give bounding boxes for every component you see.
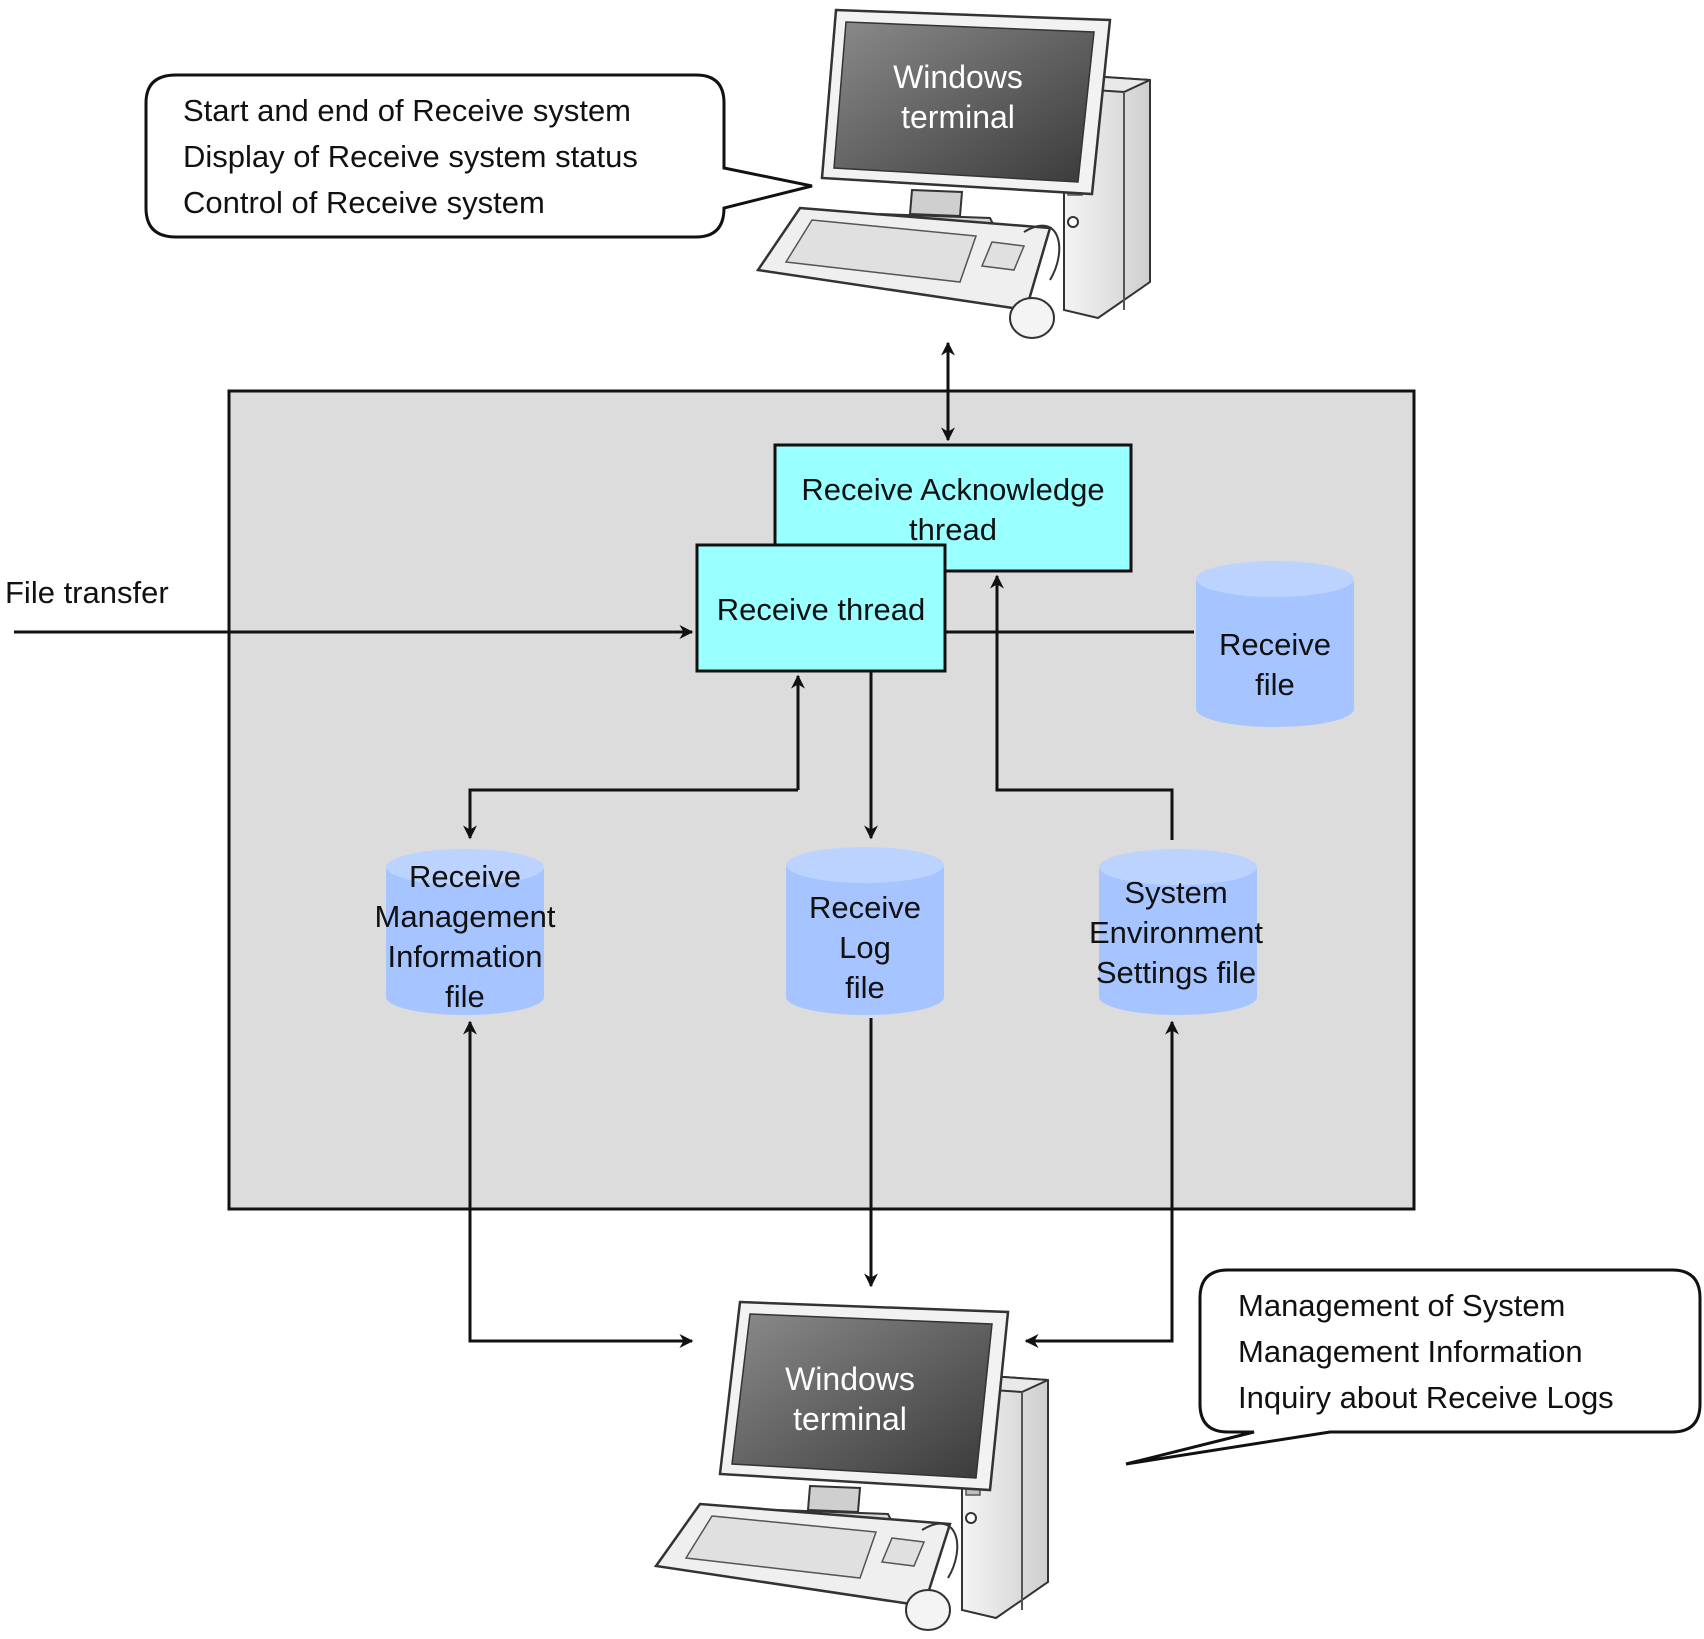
bottom-terminal-screen-line2: terminal	[793, 1401, 907, 1437]
mgmt-file-line2: Management	[375, 899, 556, 934]
receive-thread-label: Receive thread	[717, 592, 926, 627]
arrow-icon	[990, 574, 1174, 840]
mgmt-file-line3: Information	[387, 939, 542, 974]
mgmt-file-line1: Receive	[409, 859, 521, 894]
ack-thread-label-line2: thread	[909, 512, 997, 547]
top-windows-terminal: Windows terminal	[755, 8, 1151, 339]
bottom-callout-line-2: Management Information	[1238, 1334, 1583, 1369]
file-transfer-label: File transfer	[5, 575, 169, 610]
system-environment-settings-file: System Environment Settings file	[1089, 849, 1263, 1015]
top-callout-line-1: Start and end of Receive system	[183, 93, 631, 128]
log-file-line3: file	[845, 970, 885, 1005]
receive-log-file: Receive Log file	[786, 847, 944, 1015]
database-cylinder-icon	[386, 849, 544, 1015]
arrow-icon	[1024, 1100, 1174, 1348]
database-cylinder-icon	[1196, 561, 1354, 727]
bottom-terminal-callout: Management of System Management Informat…	[1125, 1268, 1702, 1466]
top-terminal-screen-line2: terminal	[901, 99, 1015, 135]
arrow-icon	[463, 788, 798, 840]
database-cylinder-icon	[786, 847, 944, 1015]
mgmt-file-line4: file	[445, 979, 485, 1014]
top-callout-line-2: Display of Receive system status	[183, 139, 638, 174]
desktop-computer-icon	[755, 8, 1151, 339]
bottom-callout-line-1: Management of System	[1238, 1288, 1565, 1323]
settings-file-line3: Settings file	[1096, 955, 1256, 990]
ack-thread-label-line1: Receive Acknowledge	[801, 472, 1104, 507]
arrow-icon	[468, 1100, 694, 1348]
desktop-computer-icon	[653, 1300, 1049, 1631]
receive-file-line2: file	[1255, 667, 1295, 702]
bottom-windows-terminal: Windows terminal	[653, 1300, 1049, 1631]
settings-file-line1: System	[1124, 875, 1227, 910]
log-file-line2: Log	[839, 930, 891, 965]
receive-file-line1: Receive	[1219, 627, 1331, 662]
top-callout-line-3: Control of Receive system	[183, 185, 545, 220]
receive-thread: Receive thread	[695, 543, 947, 673]
connectors	[14, 341, 1194, 1348]
bottom-callout-line-3: Inquiry about Receive Logs	[1238, 1380, 1614, 1415]
receive-management-information-file: Receive Management Information file	[375, 849, 556, 1015]
top-terminal-callout: Start and end of Receive system Display …	[144, 73, 813, 239]
database-cylinder-icon	[1099, 849, 1257, 1015]
settings-file-line2: Environment	[1089, 915, 1263, 950]
bottom-terminal-screen-line1: Windows	[785, 1361, 915, 1397]
top-terminal-screen-line1: Windows	[893, 59, 1023, 95]
receive-file: Receive file	[1196, 561, 1354, 727]
log-file-line1: Receive	[809, 890, 921, 925]
